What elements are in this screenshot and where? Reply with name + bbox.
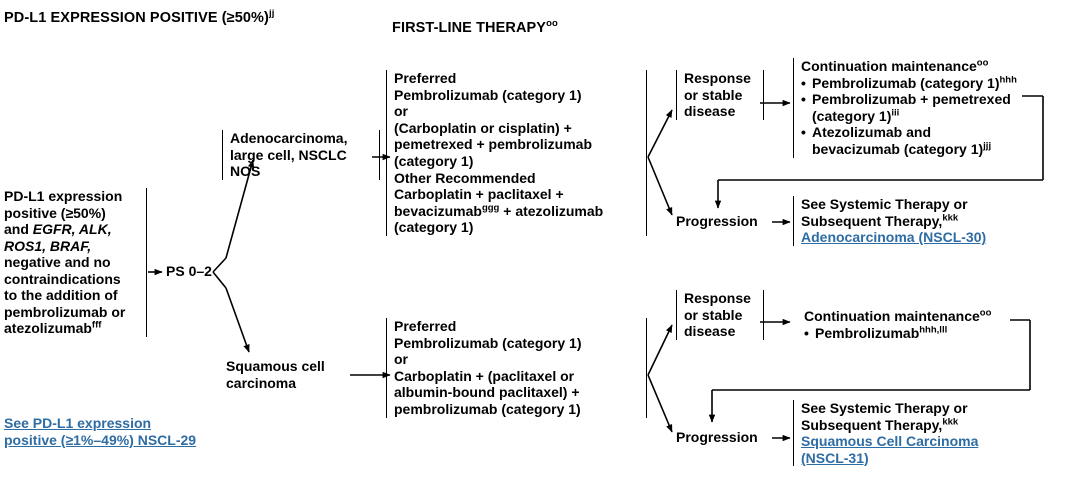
- subsequent-adeno-link[interactable]: Adenocarcinoma (NSCL-30): [801, 229, 987, 246]
- patient-line-5: negative and no: [4, 254, 111, 270]
- maintenance-squamous-list: Pembrolizumabhhh,lll: [804, 325, 1029, 342]
- maintenance-adeno-item-2-superscript: iii: [891, 107, 900, 119]
- page-title-therapy: FIRST-LINE THERAPYoo: [392, 18, 558, 36]
- performance-status-node: PS 0–2: [166, 263, 212, 279]
- maintenance-adeno-item-3-superscript: jjj: [983, 140, 992, 152]
- outcome-response-adeno: Response or stable disease: [676, 70, 764, 120]
- see-pdl1-link-line-1[interactable]: See PD-L1 expression: [4, 415, 152, 431]
- page-title-therapy-superscript: oo: [546, 18, 558, 30]
- patient-line-6: contraindications: [4, 270, 121, 287]
- therapy-adeno-line-3: (Carboplatin or cisplatin) +: [394, 119, 572, 136]
- therapy-adeno-heading-other: Other Recommended: [394, 169, 536, 186]
- histology-adeno-line-2: large cell, NSCLC: [230, 146, 347, 163]
- therapy-adeno-heading-preferred: Preferred: [394, 70, 457, 86]
- therapy-adeno-line-5: (category 1): [394, 152, 474, 169]
- maintenance-adeno-item-1: Pembrolizumab (category 1)hhh: [801, 75, 1031, 92]
- maintenance-adeno-title: Continuation maintenanceoo: [801, 57, 989, 74]
- gene-list-1: EGFR, ALK,: [32, 221, 112, 237]
- maintenance-box-squamous: Continuation maintenanceoo Pembrolizumab…: [797, 308, 1036, 341]
- maintenance-squamous-item-1-superscript: hhh,lll: [919, 323, 948, 335]
- patient-line-8: pembrolizumab or: [4, 303, 126, 320]
- patient-line-9: atezolizumabfff: [4, 319, 102, 336]
- histology-squamous-line-2: carcinoma: [226, 374, 297, 391]
- outcome-response-adeno-line-1: Response: [684, 70, 751, 86]
- page-title-left-superscript: jj: [268, 8, 275, 20]
- subsequent-squamous-link-line-2[interactable]: (NSCL-31): [801, 449, 869, 466]
- therapy-block-squamous: Preferred Pembrolizumab (category 1) or …: [386, 318, 647, 418]
- therapy-adeno-line-7: bevacizumabggg + atezolizumab: [394, 202, 604, 219]
- subsequent-squamous-line-2: Subsequent Therapy,kkk: [801, 415, 959, 433]
- subsequent-adeno-line-1: See Systemic Therapy or: [801, 196, 968, 212]
- histology-adeno-line-1: Adenocarcinoma,: [230, 130, 348, 146]
- maintenance-adeno-list: Pembrolizumab (category 1)hhh Pembrolizu…: [801, 75, 1031, 158]
- patient-line-7: to the addition of: [4, 287, 118, 303]
- outcome-response-squamous-line-1: Response: [684, 290, 751, 306]
- patient-line-3: and EGFR, ALK,: [4, 221, 112, 237]
- outcome-response-adeno-line-2: or stable: [684, 86, 743, 103]
- therapy-adeno-line-6: Carboplatin + paclitaxel +: [394, 186, 564, 203]
- subsequent-squamous-line-1: See Systemic Therapy or: [801, 400, 968, 416]
- subsequent-squamous-line-2-superscript: kkk: [942, 415, 959, 427]
- maintenance-adeno-item-1-superscript: hhh: [999, 73, 1017, 85]
- patient-line-4: ROS1, BRAF,: [4, 238, 139, 255]
- subsequent-therapy-box-squamous[interactable]: See Systemic Therapy or Subsequent Thera…: [793, 400, 1038, 467]
- maintenance-squamous-title-superscript: oo: [979, 307, 992, 319]
- histology-squamous-box: Squamous cell carcinoma: [226, 358, 356, 391]
- therapy-block-adenocarcinoma: Preferred Pembrolizumab (category 1) or …: [386, 70, 647, 236]
- maintenance-box-adeno: Continuation maintenanceoo Pembrolizumab…: [793, 58, 1038, 158]
- subsequent-therapy-box-adeno[interactable]: See Systemic Therapy or Subsequent Thera…: [793, 196, 1038, 246]
- patient-line-9-superscript: fff: [91, 319, 102, 331]
- see-pdl1-link[interactable]: See PD-L1 expression positive (≥1%–49%) …: [4, 415, 196, 448]
- therapy-adeno-line-4: pemetrexed + pembrolizumab: [394, 136, 593, 153]
- therapy-squamous-line-3: Carboplatin + (paclitaxel or: [394, 367, 575, 384]
- subsequent-adeno-line-2-superscript: kkk: [942, 211, 959, 223]
- therapy-squamous-line-4: albumin-bound paclitaxel) +: [394, 384, 580, 401]
- therapy-squamous-line-1: Pembrolizumab (category 1): [394, 334, 582, 351]
- maintenance-squamous-title: Continuation maintenanceoo: [804, 307, 992, 324]
- therapy-adeno-line-7-superscript: ggg: [481, 202, 500, 214]
- outcome-progression-adeno: Progression: [676, 213, 758, 229]
- histology-adenocarcinoma-box: Adenocarcinoma, large cell, NSCLC NOS: [222, 130, 380, 180]
- therapy-squamous-heading-preferred: Preferred: [394, 318, 457, 334]
- therapy-adeno-line-8: (category 1): [394, 219, 474, 236]
- patient-line-1: PD-L1 expression: [4, 188, 123, 204]
- see-pdl1-link-line-2[interactable]: positive (≥1%–49%) NSCL-29: [4, 431, 197, 448]
- histology-squamous-line-1: Squamous cell: [226, 358, 325, 374]
- maintenance-squamous-item-1: Pembrolizumabhhh,lll: [804, 325, 1029, 342]
- therapy-adeno-line-1: Pembrolizumab (category 1): [394, 86, 582, 103]
- outcome-progression-squamous: Progression: [676, 429, 758, 445]
- gene-list-2: ROS1, BRAF,: [4, 237, 92, 254]
- patient-line-2: positive (≥50%): [4, 204, 106, 221]
- therapy-squamous-line-5: pembrolizumab (category 1): [394, 400, 581, 417]
- maintenance-adeno-title-superscript: oo: [976, 57, 989, 69]
- outcome-response-squamous-line-2: or stable: [684, 306, 743, 323]
- patient-criteria-box: PD-L1 expression positive (≥50%) and EGF…: [0, 188, 147, 337]
- subsequent-squamous-link-line-1[interactable]: Squamous Cell Carcinoma: [801, 433, 979, 450]
- subsequent-adeno-line-2: Subsequent Therapy,kkk: [801, 211, 959, 229]
- page-title-left: PD-L1 EXPRESSION POSITIVE (≥50%)jj: [4, 8, 275, 26]
- outcome-response-squamous: Response or stable disease: [676, 290, 764, 340]
- therapy-adeno-line-2: or: [394, 103, 408, 120]
- therapy-squamous-line-2: or: [394, 351, 408, 368]
- maintenance-adeno-item-2: Pembrolizumab + pemetrexed(category 1)ii…: [801, 91, 1031, 124]
- histology-adeno-line-3: NOS: [230, 163, 261, 179]
- outcome-response-adeno-line-3: disease: [684, 103, 736, 119]
- outcome-response-squamous-line-3: disease: [684, 323, 736, 339]
